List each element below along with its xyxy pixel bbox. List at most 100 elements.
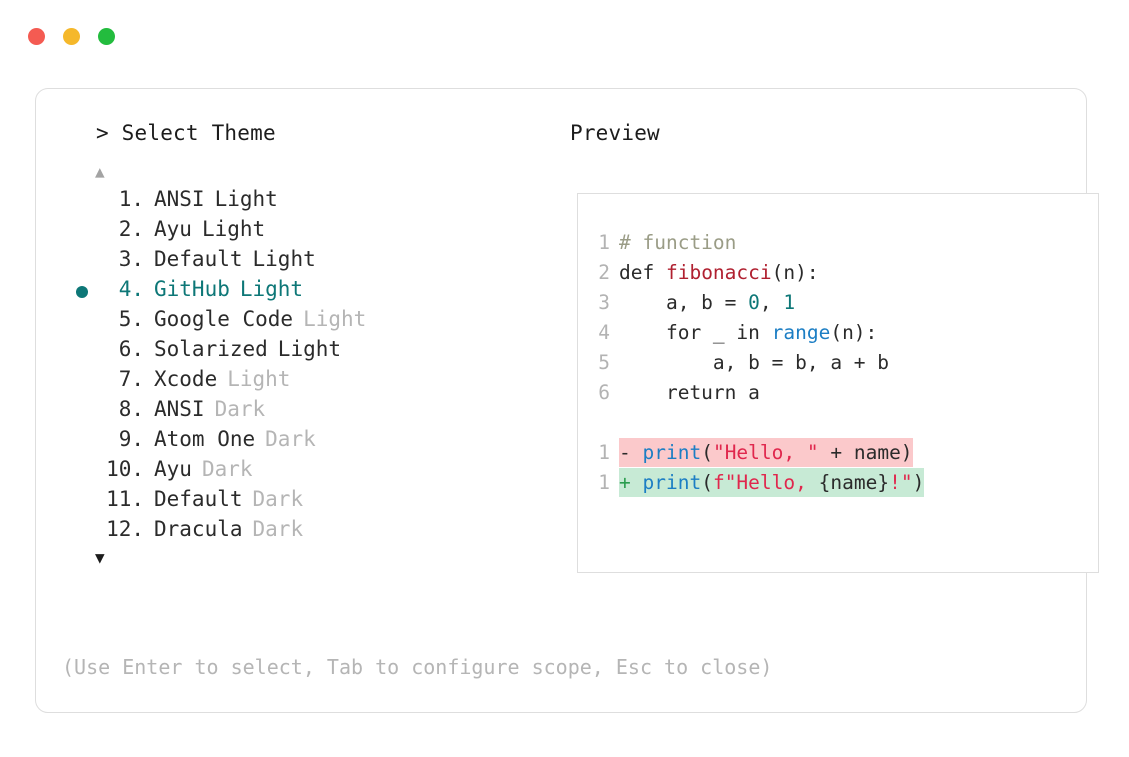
selection-bullet-cell (70, 337, 98, 367)
theme-item-variant: Dark (214, 397, 266, 421)
scroll-down-icon[interactable]: ▼ (95, 548, 105, 567)
minimize-dot[interactable] (63, 28, 80, 45)
code-token: ( (701, 471, 713, 494)
code-token: ) (912, 471, 925, 494)
theme-item-index: 12. (106, 517, 144, 541)
close-dot[interactable] (28, 28, 45, 45)
code-token: ( (701, 441, 713, 464)
code-token: return a (619, 381, 760, 404)
theme-list-item[interactable]: 3. Default Light (70, 247, 540, 277)
theme-item-variant: Light (214, 187, 278, 211)
page-title: > Select Theme (96, 121, 276, 145)
keyboard-hint: (Use Enter to select, Tab to configure s… (62, 655, 773, 679)
line-number: 3 (598, 291, 610, 314)
code-token: print (642, 471, 702, 494)
theme-item-index: 11. (106, 487, 144, 511)
theme-item-variant: Light (239, 277, 304, 301)
selection-bullet-cell (70, 277, 98, 307)
theme-item-variant: Dark (201, 457, 253, 481)
theme-list-item[interactable]: 8. ANSI Dark (70, 397, 540, 427)
line-number: 2 (598, 261, 610, 284)
theme-item-name: Solarized (154, 337, 268, 361)
theme-list-item[interactable]: 4. GitHub Light (70, 277, 540, 307)
diff-marker: - (619, 441, 631, 464)
theme-item-variant: Light (227, 367, 291, 391)
theme-item-index: 8. (118, 397, 144, 421)
code-token: range (771, 321, 831, 344)
theme-list-item[interactable]: 6. Solarized Light (70, 337, 540, 367)
selection-bullet-cell (70, 307, 98, 337)
code-line: 5 a, b = b, a + b (578, 348, 1098, 378)
theme-item-name: Default (154, 247, 243, 271)
theme-item-name: Xcode (154, 367, 218, 391)
code-token: a, b = b, a + b (619, 351, 890, 374)
diff-preview: 1- print("Hello, " + name)1+ print(f"Hel… (578, 438, 1098, 498)
maximize-dot[interactable] (98, 28, 115, 45)
code-token: def (619, 261, 666, 284)
code-token: f"Hello, (712, 471, 819, 494)
code-line: 4 for _ in range(n): (578, 318, 1098, 348)
selection-bullet-cell (70, 517, 98, 547)
theme-item-index: 4. (118, 277, 144, 301)
diff-spacer (631, 471, 643, 494)
theme-item-index: 3. (118, 247, 144, 271)
code-token: print (642, 441, 702, 464)
line-number: 6 (598, 381, 610, 404)
scroll-up-icon[interactable]: ▲ (95, 162, 105, 181)
preview-title: Preview (570, 121, 660, 145)
code-token: 1 (783, 291, 796, 314)
selection-bullet-cell (70, 487, 98, 517)
selection-bullet-cell (70, 427, 98, 457)
selection-bullet-cell (70, 367, 98, 397)
diff-highlight: - print("Hello, " + name) (619, 438, 913, 467)
theme-item-name: ANSI (154, 397, 205, 421)
theme-item-variant: Dark (252, 517, 304, 541)
theme-list-item[interactable]: 12. Dracula Dark (70, 517, 540, 547)
code-line: 1 # function (578, 228, 1098, 258)
theme-item-name: Google Code (154, 307, 294, 331)
diff-line-del: 1- print("Hello, " + name) (578, 438, 1098, 468)
line-number: 1 (598, 471, 610, 494)
selection-bullet-cell (70, 397, 98, 427)
window-titlebar (28, 28, 115, 45)
theme-item-variant: Dark (252, 487, 304, 511)
theme-item-variant: Light (303, 307, 367, 331)
theme-item-name: GitHub (154, 277, 230, 301)
selection-bullet-cell (70, 217, 98, 247)
code-line: 6 return a (578, 378, 1098, 408)
theme-item-name: Dracula (154, 517, 243, 541)
theme-item-name: Atom One (154, 427, 256, 451)
theme-item-variant: Light (252, 247, 316, 271)
code-token: (n): (771, 261, 819, 284)
theme-item-variant: Light (277, 337, 342, 361)
diff-line-add: 1+ print(f"Hello, {name}!") (578, 468, 1098, 498)
line-number: 1 (598, 441, 610, 464)
header-row: > Select Theme Preview (70, 121, 1052, 151)
code-line: 3 a, b = 0, 1 (578, 288, 1098, 318)
diff-marker: + (619, 471, 631, 494)
code-token: "Hello, " (712, 441, 819, 464)
theme-item-index: 6. (118, 337, 144, 361)
theme-item-index: 2. (118, 217, 144, 241)
line-number: 1 (598, 231, 610, 254)
code-token: # function (619, 231, 737, 254)
theme-item-name: Ayu (154, 217, 192, 241)
code-token: !" (889, 471, 913, 494)
code-token: + name) (818, 441, 913, 464)
selected-bullet-icon (76, 286, 88, 298)
selection-bullet-cell (70, 457, 98, 487)
